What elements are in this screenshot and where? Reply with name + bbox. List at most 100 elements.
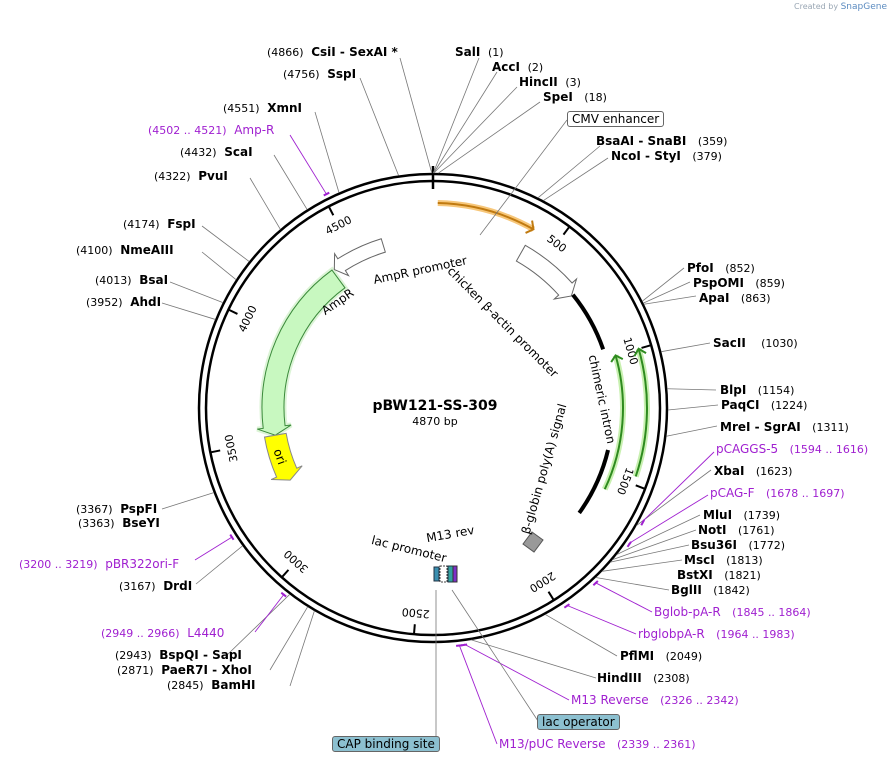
plasmid-length: 4870 bp (412, 415, 458, 428)
cap-binding-site-callout[interactable]: CAP binding site (332, 736, 440, 752)
enzyme-pflmi[interactable]: PflMI (2049) (620, 649, 703, 663)
tick-label-3500: 3500 (222, 433, 240, 463)
enzyme-connector-4551 (314, 111, 340, 193)
enzyme-xmni[interactable]: (4551) XmnI (223, 101, 302, 115)
tick-mark-3500 (211, 449, 221, 454)
enzyme-pspomi[interactable]: PspOMI (859) (693, 276, 785, 290)
lac-promoter-mark (439, 565, 448, 583)
enzyme-csii-sexai[interactable]: (4866) CsiI - SexAI * (267, 45, 398, 59)
enzyme-connector-4100 (201, 251, 237, 281)
primer-bglob-pa-r[interactable]: Bglob-pA-R (1845 .. 1864) (654, 605, 811, 619)
enzyme-connector-852 (642, 267, 685, 302)
enzyme-drdi[interactable]: (3167) DrdI (119, 579, 193, 593)
lac-operator-callout[interactable]: lac operator (537, 714, 620, 730)
tick-mark-500 (562, 226, 570, 236)
enzyme-bglii[interactable]: BglII (1842) (671, 583, 750, 597)
enzyme-connector-2308 (471, 639, 597, 679)
cmv-enhancer-arrowhead (525, 220, 535, 234)
green-arc-1 (634, 348, 648, 477)
primer-m13-reverse[interactable]: M13 Reverse (2326 .. 2342) (571, 693, 739, 707)
tick-mark-2500 (413, 624, 416, 634)
enzyme-connector-2 (433, 71, 498, 174)
beta-globin-polya-arc (577, 449, 610, 515)
enzyme-blpi[interactable]: BlpI (1154) (720, 383, 795, 397)
enzyme-acci[interactable]: AccI (2) (492, 60, 544, 74)
primer-connector-1 (628, 494, 709, 545)
enzyme-nmeaiii[interactable]: (4100) NmeAIII (76, 243, 174, 257)
enzyme-connector-1154 (667, 388, 717, 391)
enzyme-connector-1623 (636, 469, 712, 526)
enzyme-bstxi[interactable]: BstXI (1821) (677, 568, 761, 582)
enzyme-hincii[interactable]: HincII (3) (519, 75, 581, 89)
enzyme-pvui[interactable]: (4322) PvuI (154, 169, 228, 183)
enzyme-pspfi[interactable]: (3367) PspFI (76, 502, 158, 516)
lac-operator-connector (451, 589, 539, 722)
primer-mark-5 (455, 644, 463, 647)
enzyme-connector-1030 (661, 342, 711, 353)
enzyme-connector-4756 (359, 77, 399, 176)
cap-binding-site-mark (433, 566, 440, 582)
enzyme-bsaai-snabi[interactable]: BsaAI - SnaBI (359) (596, 134, 728, 148)
enzyme-ahdi[interactable]: (3952) AhdI (86, 295, 162, 309)
enzyme-bspqi-sapi[interactable]: (2943) BspQI - SapI (115, 648, 242, 662)
cmv-enhancer-glow (437, 200, 535, 232)
lac-operator-mark (447, 565, 454, 583)
enzyme-ncoi-styi[interactable]: NcoI - StyI (379) (611, 149, 722, 163)
enzyme-apai[interactable]: ApaI (863) (699, 291, 771, 305)
enzyme-sspi[interactable]: (4756) SspI (283, 67, 357, 81)
primer-pbr322ori-f[interactable]: (3200 .. 3219) pBR322ori-F (19, 557, 180, 571)
tick-label-500: 500 (544, 232, 569, 255)
enzyme-mrei-sgrai[interactable]: MreI - SgrAI (1311) (720, 420, 849, 434)
enzyme-connector-4866 (399, 57, 433, 174)
tick-label-3000: 3000 (281, 547, 311, 575)
primer-amp-r[interactable]: (4502 .. 4521) Amp-R (148, 123, 275, 137)
enzyme-connector-2845 (289, 610, 315, 687)
cmv-enhancer-callout[interactable]: CMV enhancer (567, 111, 665, 127)
enzyme-bsai[interactable]: (4013) BsaI (95, 273, 169, 287)
primer-rbglobpa-r[interactable]: rbglobpA-R (1964 .. 1983) (638, 627, 795, 641)
enzyme-pfoi[interactable]: PfoI (852) (687, 261, 755, 275)
enzyme-fspi[interactable]: (4174) FspI (123, 217, 196, 231)
primer-connector-2 (594, 582, 653, 613)
primer-connector-4 (463, 643, 570, 701)
enzyme-scai[interactable]: (4432) ScaI (180, 145, 253, 159)
enzyme-hindiii[interactable]: HindIII (2308) (597, 671, 690, 685)
enzyme-paqci[interactable]: PaqCI (1224) (721, 398, 808, 412)
primer-pcaggs-5[interactable]: pCAGGS-5 (1594 .. 1616) (716, 442, 869, 456)
enzyme-mlui[interactable]: MluI (1739) (703, 508, 781, 522)
enzyme-bamhi[interactable]: (2845) BamHI (167, 678, 256, 692)
enzyme-sali[interactable]: SalI (1) (455, 45, 504, 59)
enzyme-connector-3367 (161, 492, 214, 510)
enzyme-spei[interactable]: SpeI (18) (543, 90, 607, 104)
green-arc-0 (603, 355, 624, 490)
enzyme-paer7i-xhoi[interactable]: (2871) PaeR7I - XhoI (117, 663, 252, 677)
enzyme-bsu36i[interactable]: Bsu36I (1772) (691, 538, 786, 552)
m13-rev-label: M13 rev (425, 523, 475, 545)
ori-arrow (263, 432, 303, 481)
tick-mark-3000 (281, 569, 290, 578)
enzyme-connector-3167 (195, 545, 243, 585)
primer-connector-5 (458, 644, 498, 745)
primer-connector-7 (194, 536, 233, 561)
enzyme-xbai[interactable]: XbaI (1623) (714, 464, 793, 478)
enzyme-noti[interactable]: NotI (1761) (698, 523, 775, 537)
enzyme-connector-2049 (545, 614, 618, 657)
tick-label-4000: 4000 (236, 303, 260, 334)
enzyme-sacii[interactable]: SacII (1030) (713, 336, 798, 350)
primer-mark-1 (626, 541, 632, 548)
enzyme-connector-1813 (601, 559, 683, 572)
primer-pcag-f[interactable]: pCAG-F (1678 .. 1697) (710, 486, 845, 500)
enzyme-connector-2871 (269, 606, 309, 671)
enzyme-connector-1 (432, 57, 480, 174)
primer-mark-2 (592, 580, 599, 586)
primer-connector-8 (254, 593, 285, 633)
primer-m13-puc-reverse[interactable]: M13/pUC Reverse (2339 .. 2361) (499, 737, 696, 751)
enzyme-connector-4322 (249, 177, 281, 230)
enzyme-bseyi[interactable]: (3363) BseYI (78, 516, 160, 530)
enzyme-msci[interactable]: MscI (1813) (684, 553, 763, 567)
primer-connector-3 (566, 604, 637, 635)
enzyme-connector-4013 (169, 281, 224, 303)
primer-l4440[interactable]: (2949 .. 2966) L4440 (101, 626, 225, 640)
tick-label-2500: 2500 (401, 605, 430, 620)
